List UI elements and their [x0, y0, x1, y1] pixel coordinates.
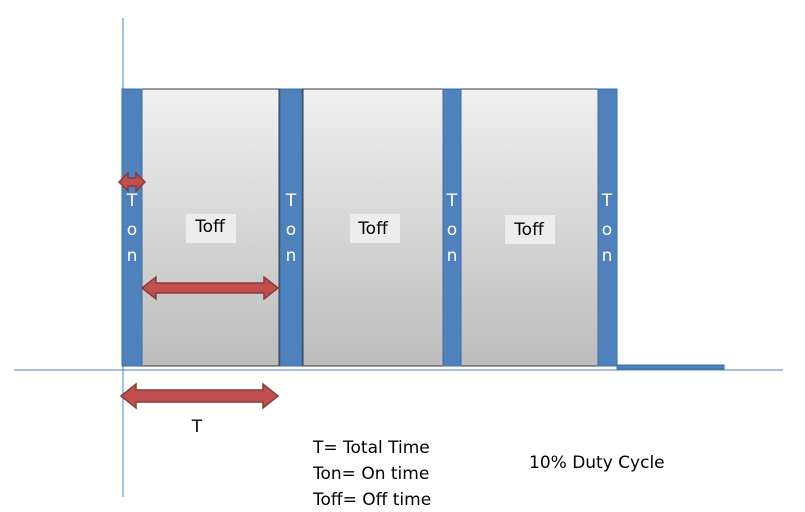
ton-letter: T — [285, 191, 297, 211]
toff-label: Toff — [513, 220, 545, 240]
toff-label: Toff — [194, 217, 226, 237]
period-label: T — [191, 417, 203, 437]
ton-letter: n — [447, 246, 458, 266]
toff-label-background — [186, 214, 236, 243]
on-time-bar — [121, 88, 143, 367]
period-arrow — [119, 382, 280, 410]
ton-label: T o n — [601, 191, 613, 266]
on-time-bar — [597, 88, 618, 367]
legend-off-time: Toff= Off time — [312, 490, 431, 510]
ton-letter: T — [126, 191, 138, 211]
ton-width-arrow — [117, 171, 147, 193]
ton-label: T o n — [126, 191, 138, 266]
low-level-line — [616, 364, 725, 370]
ton-letter: T — [601, 191, 613, 211]
toff-label-background — [350, 214, 400, 243]
legend-on-time: Ton= On time — [312, 464, 429, 484]
ton-letter: n — [127, 246, 138, 266]
ton-letter: o — [127, 220, 137, 240]
ton-letter: o — [286, 220, 296, 240]
ton-letter: n — [602, 246, 613, 266]
ton-label: T o n — [285, 191, 297, 266]
on-time-bar — [279, 88, 303, 367]
toff-label: Toff — [357, 219, 389, 239]
toff-width-arrow — [140, 275, 280, 301]
ton-letter: o — [602, 220, 612, 240]
toff-label-background — [505, 215, 555, 244]
ton-label: T o n — [446, 191, 458, 266]
ton-letter: T — [446, 191, 458, 211]
on-time-bar — [442, 88, 462, 367]
ton-letter: n — [286, 246, 297, 266]
legend-total-time: T= Total Time — [312, 438, 430, 458]
duty-cycle-label: 10% Duty Cycle — [529, 453, 665, 473]
ton-letter: o — [447, 220, 457, 240]
